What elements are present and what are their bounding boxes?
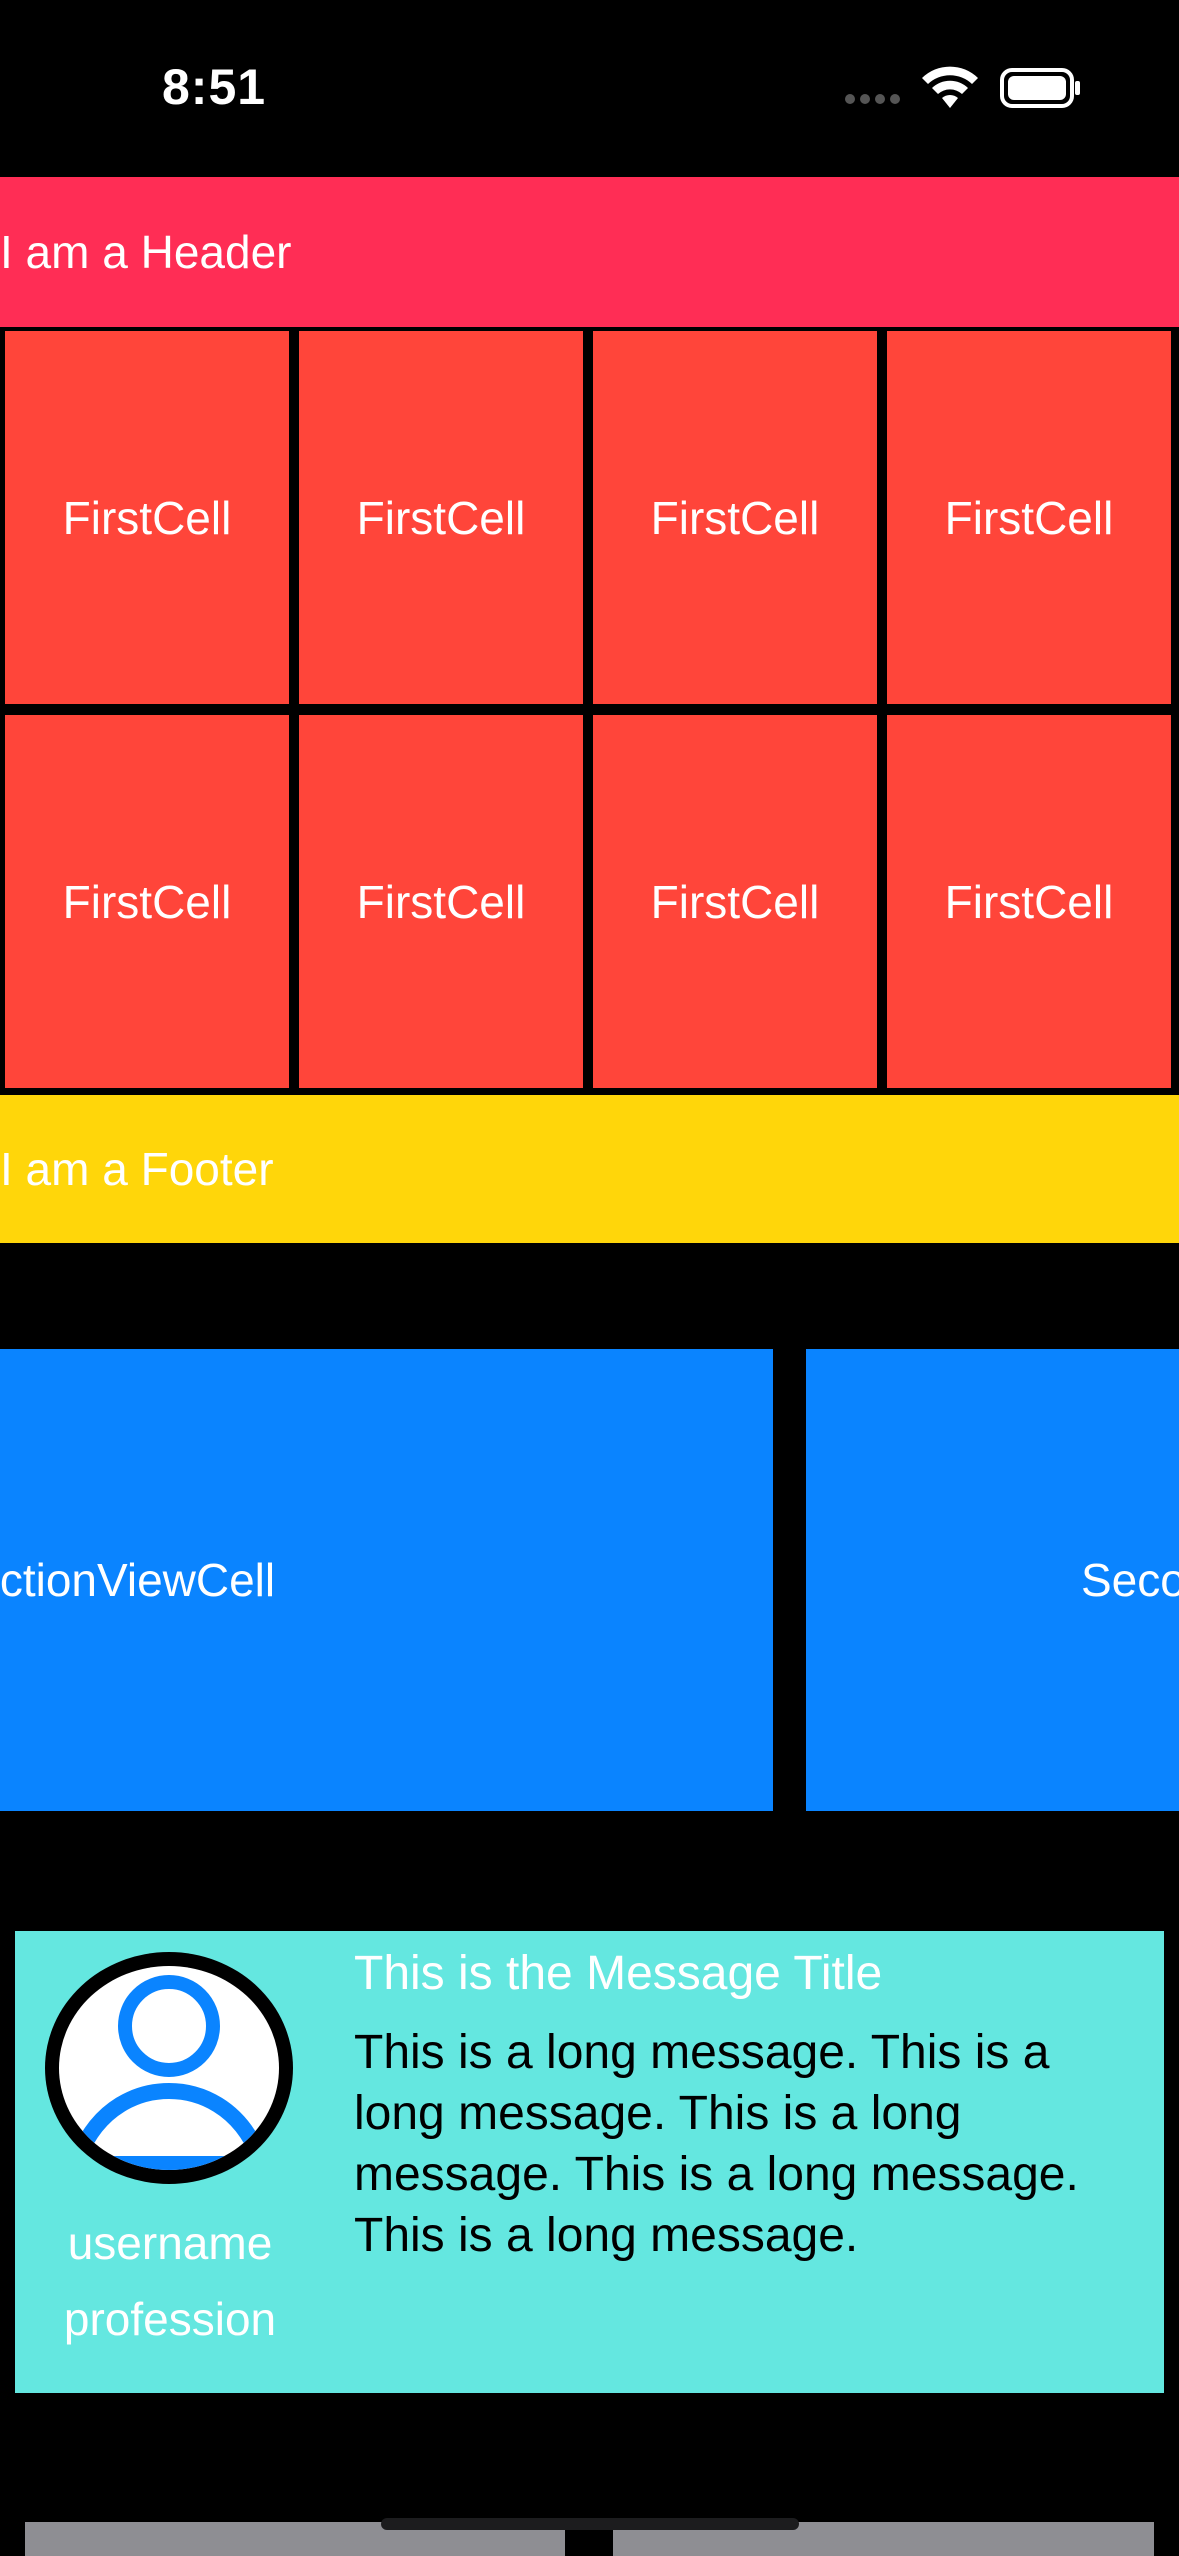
profession-label: profession xyxy=(63,2293,277,2345)
person-circle-icon xyxy=(71,1975,267,2170)
grid-cell[interactable]: FirstCell xyxy=(299,331,583,704)
second-collection-cell[interactable]: SecondCollectionViewCell xyxy=(806,1349,1179,1811)
cell-label: FirstCell xyxy=(944,491,1114,544)
grid-cell[interactable]: FirstCell xyxy=(5,331,289,704)
cell-label: FirstCell xyxy=(650,491,820,544)
second-collection-cell[interactable]: SecondCollectionViewCell xyxy=(0,1349,773,1811)
cellular-dots-icon xyxy=(845,94,905,104)
grid-cell[interactable]: FirstCell xyxy=(593,715,877,1088)
cell-label: FirstCell xyxy=(62,875,232,928)
message-body: This is a long message. This is a long m… xyxy=(354,2026,1079,2262)
avatar[interactable] xyxy=(45,1952,293,2184)
cell-label: FirstCell xyxy=(356,875,526,928)
section-header: I am a Header xyxy=(0,177,1179,327)
second-cell-label: SecondCollectionViewCell xyxy=(1081,1554,1179,1606)
home-indicator[interactable] xyxy=(381,2518,799,2530)
status-time: 8:51 xyxy=(162,59,267,115)
header-label: I am a Header xyxy=(0,226,292,278)
message-title: This is the Message Title xyxy=(354,1947,883,2000)
username-label: username xyxy=(67,2217,273,2269)
cell-label: FirstCell xyxy=(650,875,820,928)
cell-label: FirstCell xyxy=(62,491,232,544)
battery-icon xyxy=(1000,68,1080,108)
cell-label: FirstCell xyxy=(356,491,526,544)
grid-cell[interactable]: FirstCell xyxy=(593,331,877,704)
footer-label: I am a Footer xyxy=(0,1143,274,1195)
grid-cell[interactable]: FirstCell xyxy=(5,715,289,1088)
cell-label: FirstCell xyxy=(944,875,1114,928)
second-cell-label: SecondCollectionViewCell xyxy=(0,1554,276,1606)
section-footer: I am a Footer xyxy=(0,1095,1179,1243)
grid-cell[interactable]: FirstCell xyxy=(887,331,1171,704)
grid-cell[interactable]: FirstCell xyxy=(887,715,1171,1088)
grid-cell[interactable]: FirstCell xyxy=(299,715,583,1088)
wifi-icon xyxy=(922,66,978,108)
